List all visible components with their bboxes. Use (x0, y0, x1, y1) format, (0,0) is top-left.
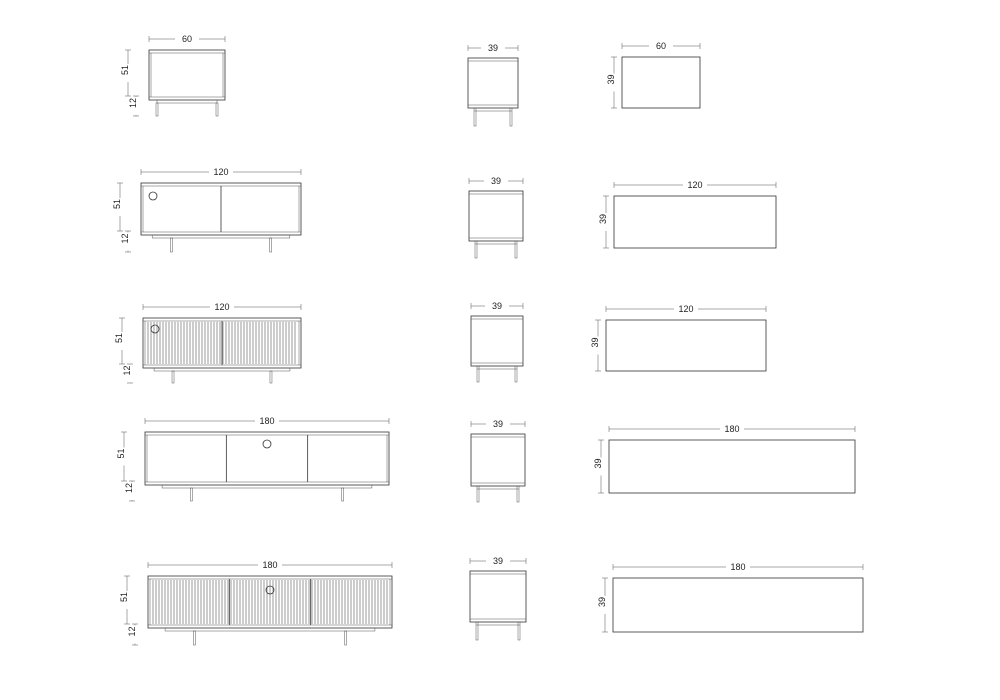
leg-height-label: 12 (122, 365, 132, 375)
door-knob (148, 191, 158, 201)
front-view: 120 51 12 (114, 302, 302, 384)
base-frame (164, 627, 376, 632)
height-label: 51 (114, 333, 124, 343)
leg (474, 240, 478, 259)
width-label: 39 (492, 301, 502, 311)
width-label: 39 (493, 419, 503, 429)
leg (170, 237, 173, 253)
top-view: 60 39 (606, 41, 701, 109)
cabinet-top (608, 439, 856, 494)
width-label: 180 (724, 424, 739, 434)
cabinet-top (605, 319, 767, 372)
door-knob (150, 324, 160, 334)
leg (171, 370, 175, 384)
product-row-sideboard-60: 60 51 12 39 60 39 (120, 34, 701, 127)
leg (476, 485, 480, 503)
width-label: 39 (488, 43, 498, 53)
cabinet-side (470, 315, 524, 367)
side-view: 39 (467, 43, 519, 127)
side-view: 39 (470, 301, 524, 383)
leg (514, 240, 518, 259)
cabinet-side (468, 190, 524, 242)
width-label: 120 (678, 304, 693, 314)
cabinet-top (612, 577, 864, 633)
width-label: 39 (493, 556, 503, 566)
depth-label: 39 (590, 337, 600, 347)
width-label: 180 (730, 562, 745, 572)
width-label: 39 (491, 176, 501, 186)
depth-label: 39 (606, 74, 616, 84)
leg (473, 107, 477, 127)
leg (514, 365, 518, 383)
width-label: 60 (656, 41, 666, 51)
front-view: 120 51 12 (112, 167, 302, 253)
leg (269, 237, 272, 253)
width-label: 180 (262, 560, 277, 570)
width-label: 120 (214, 302, 229, 312)
depth-label: 39 (593, 458, 603, 468)
leg-height-label: 12 (120, 233, 130, 243)
height-label: 51 (120, 65, 130, 75)
top-view: 120 39 (598, 180, 777, 249)
cabinet-top (613, 195, 777, 249)
product-row-sideboard-120-plain: 120 51 12 39 120 39 (112, 167, 777, 259)
top-view: 120 39 (590, 304, 767, 372)
leg (190, 487, 193, 502)
leg (509, 107, 513, 127)
top-view: 180 39 (593, 424, 856, 494)
product-row-sideboard-120-fluted: 120 51 12 39 120 39 (114, 301, 767, 384)
leg (344, 630, 347, 646)
leg (193, 630, 196, 646)
depth-label: 39 (597, 597, 607, 607)
door-knob (265, 585, 275, 595)
cabinet-body (148, 49, 226, 101)
leg (341, 487, 344, 502)
leg (155, 102, 159, 117)
front-view: 180 51 12 (116, 416, 390, 502)
leg-height-label: 12 (127, 626, 137, 636)
width-label: 120 (213, 167, 228, 177)
leg (475, 621, 479, 641)
leg-height-label: 12 (124, 483, 134, 493)
leg-height-label: 12 (128, 98, 138, 108)
leg (269, 370, 273, 384)
cabinet-side (469, 570, 527, 623)
product-row-sideboard-180-fluted: 180 51 12 39 180 39 (119, 556, 864, 646)
product-row-sideboard-180-plain: 180 51 12 39 180 39 (116, 416, 856, 503)
width-label: 180 (259, 416, 274, 426)
cabinet-top (621, 56, 701, 109)
front-view: 60 51 12 (120, 34, 226, 117)
width-label: 120 (687, 180, 702, 190)
door-knob (262, 439, 272, 449)
front-view: 180 51 12 (119, 560, 393, 646)
height-label: 51 (116, 448, 126, 458)
leg (516, 485, 520, 503)
leg (517, 621, 521, 641)
depth-label: 39 (598, 214, 608, 224)
cabinet-side (470, 433, 526, 487)
side-view: 39 (470, 419, 526, 503)
base-frame (153, 367, 291, 372)
height-label: 51 (112, 199, 122, 209)
base-frame (161, 484, 373, 489)
side-view: 39 (468, 176, 524, 259)
cabinet-side (467, 57, 519, 109)
leg (215, 102, 219, 117)
top-view: 180 39 (597, 562, 864, 633)
side-view: 39 (469, 556, 527, 641)
base-frame (156, 99, 218, 104)
height-label: 51 (119, 592, 129, 602)
width-label: 60 (182, 34, 192, 44)
leg (476, 365, 480, 383)
base-frame (151, 234, 291, 239)
